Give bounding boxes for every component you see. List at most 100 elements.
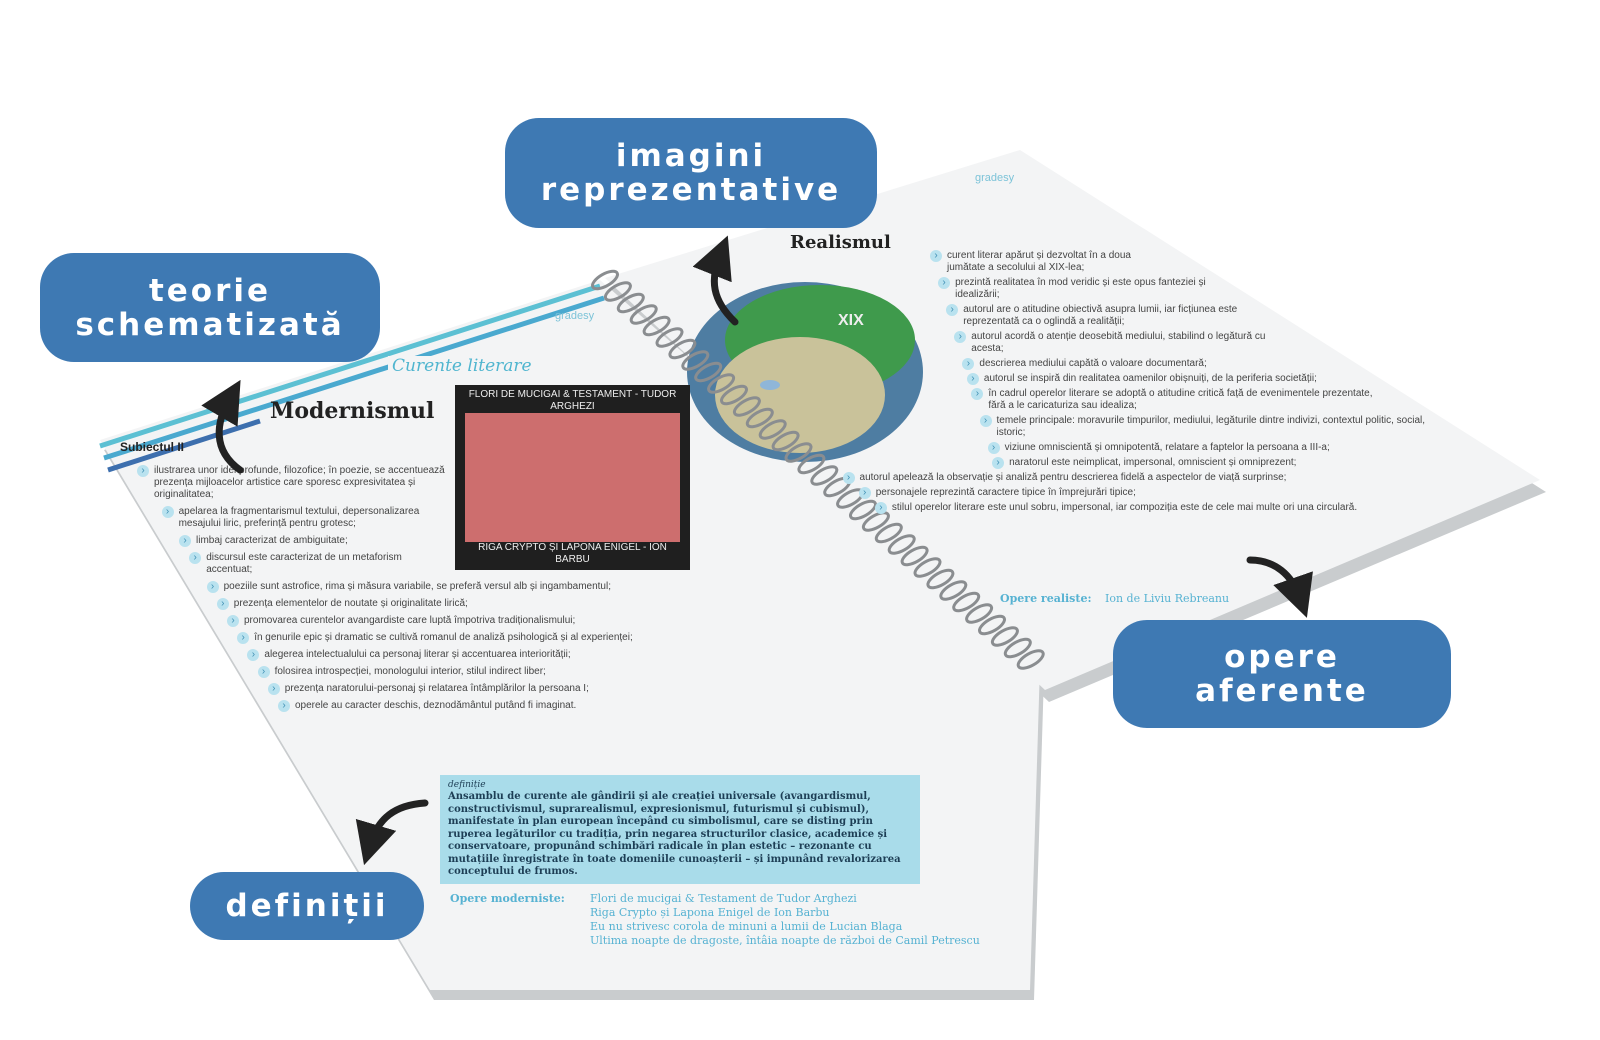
list-item: ›autorul apelează la observație și anali…: [842, 472, 1383, 484]
callout-theory: teorie schematizată: [40, 253, 380, 362]
right-page: [605, 150, 1540, 690]
page-title: Realismul: [790, 232, 891, 253]
chevron-right-icon: ›: [954, 331, 967, 343]
list-item: ›în cadrul operelor literare se adoptă o…: [971, 388, 1383, 412]
list-item-text: ilustrarea unor idei profunde, filozofic…: [154, 465, 445, 500]
spiral-ring: [668, 338, 697, 360]
list-item-text: stilul operelor literare este unul sobru…: [891, 502, 1358, 513]
spiral-ring: [681, 350, 710, 371]
spiral-ring: [926, 568, 955, 590]
definition-text: Ansamblu de curente ale gândirii și ale …: [448, 791, 901, 877]
list-item: ›apelarea la fragmentarismul textului, d…: [161, 506, 445, 530]
spiral-ring: [655, 327, 684, 348]
spiral-ring: [1003, 637, 1032, 659]
chevron-right-icon: ›: [966, 373, 979, 385]
list-item-text: discursul este caracterizat de un metafo…: [206, 552, 402, 575]
list-item: › ilustrarea unor idei profunde, filozofi…: [137, 465, 445, 501]
chevron-right-icon: ›: [257, 666, 270, 678]
spiral-ring: [603, 281, 632, 302]
chevron-right-icon: ›: [216, 598, 229, 610]
spiral-ring: [1016, 649, 1045, 670]
spiral-ring: [642, 315, 671, 337]
list-item: ›descrierea mediului capătă o valoare do…: [962, 358, 1335, 370]
chevron-right-icon: ›: [946, 304, 959, 316]
list-item: › temele principale: moravurile timpurilo…: [979, 415, 1426, 439]
header-band: [103, 295, 605, 461]
callout-definitions: definiții: [190, 872, 424, 940]
chevron-right-icon: ›: [278, 700, 290, 712]
brand-logo: gradesy: [975, 172, 1015, 184]
list-item: › autorul are o atitudine obiectivă asupr…: [946, 304, 1250, 328]
list-item: › alegerea intelectualului ca personaj li…: [247, 649, 687, 661]
chevron-right-icon: ›: [267, 683, 280, 695]
list-item-text: autorul acordă o atenție deosebită mediu…: [971, 331, 1266, 354]
list-item-text: alegerea intelectualului ca personaj lit…: [264, 649, 571, 660]
chevron-right-icon: ›: [137, 465, 149, 477]
spiral-ring: [965, 603, 994, 624]
works-list: Flori de mucigai & Testament de Tudor Ar…: [590, 892, 980, 948]
list-item: › autorul se inspiră din realitatea oamen…: [966, 373, 1360, 385]
illustration-modernism: FLORI DE MUCIGAI & TESTAMENT - TUDOR ARG…: [455, 385, 690, 570]
page-title: Modernismul: [270, 398, 435, 424]
list-item: › personajele reprezintă caractere tipice…: [858, 487, 1399, 499]
list-item-text: folosirea introspecției, monologului int…: [274, 666, 546, 677]
chevron-right-icon: ›: [247, 649, 260, 661]
illustration-realism: [687, 282, 923, 462]
spiral-ring: [745, 407, 774, 429]
chevron-right-icon: ›: [992, 457, 1005, 469]
list-item-text: autorul se inspiră din realitatea oameni…: [983, 373, 1317, 384]
spiral-ring: [720, 384, 748, 406]
section-title: Curente literare: [388, 356, 536, 376]
list-item-text: promovarea curentelor avangardiste care …: [244, 615, 576, 626]
spiral-ring: [849, 499, 877, 521]
list-item: ›operele au caracter deschis, deznodămân…: [278, 700, 718, 712]
list-item-text: descrierea mediului capătă o valoare doc…: [979, 358, 1207, 369]
chevron-right-icon: ›: [227, 615, 239, 627]
list-item: › limbaj caracterizat de ambiguitate;: [179, 535, 445, 547]
list-item-text: temele principale: moravurile timpurilor…: [996, 415, 1426, 438]
list-item-text: poeziile sunt astrofice, rima și măsura …: [223, 581, 611, 592]
list-item: ›naratorul este neimplicat, impersonal, …: [992, 457, 1472, 469]
chevron-right-icon: ›: [842, 472, 855, 484]
list-item-text: autorul are o atitudine obiectivă asupra…: [963, 304, 1238, 327]
list-item-text: curent literar apărut și dezvoltat în a …: [947, 250, 1131, 273]
list-item-text: prezența elementelor de noutate și origi…: [233, 598, 468, 609]
spiral-ring: [629, 304, 658, 325]
spiral-ring: [616, 292, 645, 314]
spiral-ring: [939, 580, 968, 601]
list-item-text: în cadrul operelor literare se adoptă o …: [988, 388, 1373, 411]
chevron-right-icon: ›: [179, 535, 191, 547]
chevron-right-icon: ›: [858, 487, 871, 499]
list-item-text: prezența naratorului-personaj și relatar…: [284, 683, 589, 694]
spiral-ring: [952, 591, 981, 613]
spiral-ring: [978, 614, 1006, 636]
list-item-text: personajele reprezintă caractere tipice …: [875, 487, 1136, 498]
callout-label: imagini reprezentative: [540, 138, 842, 208]
chevron-right-icon: ›: [979, 415, 992, 427]
spiral-ring: [771, 430, 800, 452]
list-item: › folosirea introspecției, monologului in…: [257, 666, 698, 678]
subject-label: Subiectul II: [120, 440, 185, 454]
spiral-ring: [900, 545, 929, 567]
list-item: ›prezintă realitatea în mod veridic și e…: [938, 277, 1208, 301]
works-label: Opere realiste:: [1000, 592, 1092, 605]
spiral-ring: [758, 419, 787, 440]
definition-label: definiție: [448, 780, 486, 790]
art-caption: RIGA CRYPTO ȘI LAPONA ENIGEL - ION BARBU: [478, 542, 667, 565]
works-list: Ion de Liviu Rebreanu: [1105, 592, 1229, 606]
spiral-ring: [887, 534, 916, 555]
list-item: › stilul operelor literare este unul sobr…: [874, 502, 1415, 514]
callout-label: definiții: [225, 888, 389, 924]
chevron-right-icon: ›: [874, 502, 887, 514]
list-item: ›viziune omniscientă și omnipotentă, rel…: [987, 442, 1468, 454]
brand-logo: gradesy: [555, 310, 595, 322]
spiral-ring: [990, 626, 1019, 647]
list-item-text: în genurile epic și dramatic se cultivă …: [254, 632, 633, 643]
chevron-right-icon: ›: [206, 581, 219, 593]
list-item: › poeziile sunt astrofice, rima și măsura…: [206, 581, 647, 593]
callout-label: opere aferente: [1195, 639, 1369, 709]
work-title: Riga Crypto și Lapona Enigel de Ion Barb…: [590, 906, 830, 919]
work-title: Eu nu strivesc corola de minuni a lumii …: [590, 920, 903, 933]
list-item-text: limbaj caracterizat de ambiguitate;: [196, 535, 348, 546]
list-item: › promovarea curentelor avangardiste care…: [227, 615, 667, 627]
